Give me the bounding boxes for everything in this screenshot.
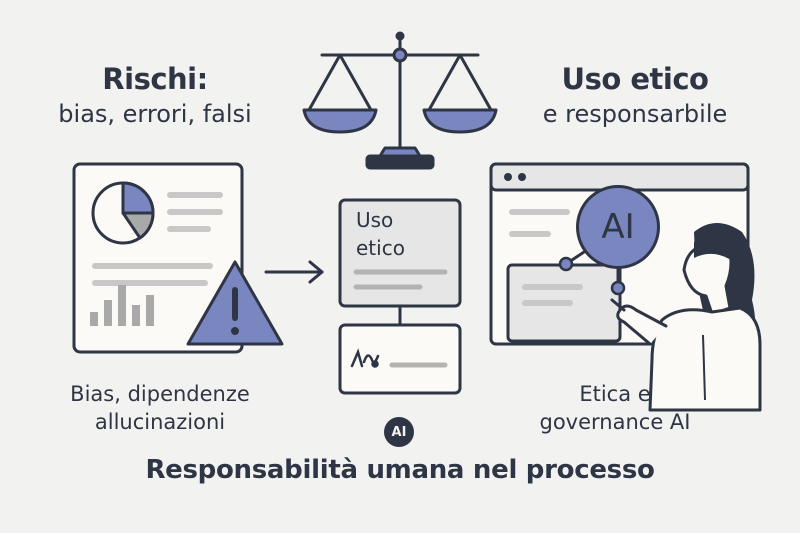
risks-caption-line-1: Bias, dipendenze (70, 382, 250, 406)
footer-title: Responsabilità umana nel processo (145, 455, 655, 485)
ethics-subtitle: e responsarbile (542, 100, 728, 128)
bar-chart-icon (90, 285, 154, 326)
risks-subtitle: bias, errori, falsi (58, 100, 252, 128)
ethical-use-card (338, 198, 462, 395)
warning-icon (186, 260, 284, 346)
scales-icon (302, 31, 498, 170)
risks-caption-line-2: allucinazioni (94, 410, 226, 434)
risks-heading: Rischi: bias, errori, falsi (20, 62, 290, 128)
ai-badge-large: AI (576, 185, 660, 269)
ethics-heading: Uso etico e responsarbile (500, 62, 770, 128)
signature-icon (350, 348, 380, 368)
card-line-1: Uso (356, 208, 394, 232)
ethical-use-card-text: Uso etico (342, 206, 471, 262)
card-line-2: etico (356, 236, 405, 260)
risks-caption: Bias, dipendenze allucinazioni (30, 380, 290, 436)
governance-caption-line-1: Etica e (579, 382, 651, 406)
text-lines (92, 192, 223, 286)
ethics-title: Uso etico (561, 62, 709, 96)
risk-report-document (72, 162, 284, 354)
arrow-right-icon (264, 260, 324, 284)
governance-caption: Etica e governance AI (505, 380, 725, 436)
risks-title: Rischi: (102, 62, 208, 96)
ai-badge-small: AI (384, 417, 414, 447)
person-illustration (610, 223, 762, 412)
pie-chart-icon (91, 181, 155, 245)
governance-caption-line-2: governance AI (539, 410, 691, 434)
